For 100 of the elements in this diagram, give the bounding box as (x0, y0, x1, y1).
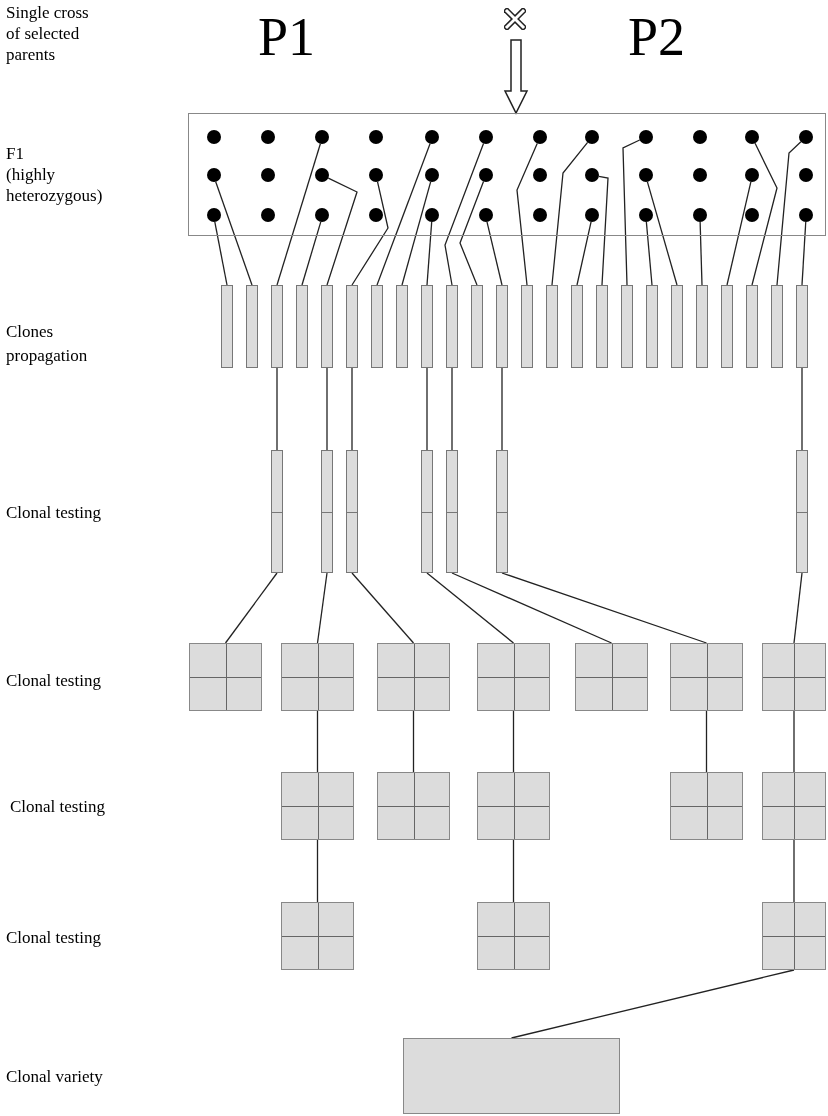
connector-line (316, 839, 319, 903)
population-frame (188, 113, 826, 236)
stage-label: Single cross of selected parents (6, 2, 90, 65)
connector-line (793, 572, 803, 644)
plot-box (281, 643, 354, 711)
clone-bar (321, 285, 333, 368)
clone-bar (621, 285, 633, 368)
connector-line (301, 221, 322, 286)
connector-line (598, 175, 609, 286)
parent-label: P2 (628, 10, 687, 64)
stage-label: Clonal testing (6, 670, 102, 691)
connector-line (276, 367, 278, 451)
plot-box (670, 643, 743, 711)
connector-line (646, 181, 678, 286)
connector-line (751, 142, 778, 286)
connector-line (726, 181, 752, 286)
clone-bar (546, 285, 558, 368)
connector-line (316, 710, 319, 773)
connector-line (451, 367, 453, 451)
clone-bar (396, 285, 408, 368)
clone-bar (796, 450, 808, 573)
clone-bar (721, 285, 733, 368)
plot-box (762, 643, 826, 711)
connector-line (776, 141, 802, 286)
plot-box (477, 643, 550, 711)
connector-line (401, 181, 432, 286)
clone-bar (446, 285, 458, 368)
connector-line (351, 181, 389, 286)
connector-line (224, 572, 278, 644)
clone-bar (471, 285, 483, 368)
clone-bar (696, 285, 708, 368)
clone-bar (571, 285, 583, 368)
connector-line (486, 221, 503, 286)
variety-plot (403, 1038, 620, 1114)
plot-box (377, 772, 450, 840)
connector-line (426, 572, 515, 644)
connector-line (705, 710, 708, 773)
clone-bar (796, 285, 808, 368)
connector-line (645, 221, 653, 286)
connector-line (214, 221, 228, 286)
connector-line (426, 367, 428, 451)
connector-line (451, 572, 613, 644)
plot-box (281, 902, 354, 970)
connector-line (326, 177, 358, 286)
connector-line (801, 221, 807, 286)
clone-bar (521, 285, 533, 368)
clone-bar (496, 285, 508, 368)
clone-bar (771, 285, 783, 368)
connector-line (512, 710, 515, 773)
clone-bar (496, 450, 508, 573)
connector-line (459, 180, 485, 286)
stage-label: Clonal testing (10, 796, 106, 817)
connector-line (316, 572, 328, 644)
connector-line (516, 142, 538, 286)
clone-bar (346, 285, 358, 368)
clone-bar (646, 285, 658, 368)
clone-bar (346, 450, 358, 573)
clone-bar (271, 450, 283, 573)
clone-bar (746, 285, 758, 368)
connector-line (801, 367, 803, 451)
connector-line (510, 969, 795, 1039)
connector-line (351, 367, 353, 451)
plot-box (762, 902, 826, 970)
clone-bar (296, 285, 308, 368)
clone-bar (321, 450, 333, 573)
stage-label: F1 (6, 143, 25, 164)
clone-bar (271, 285, 283, 368)
plot-box (762, 772, 826, 840)
stage-label: Clonal testing (6, 502, 102, 523)
connector-line (376, 143, 431, 286)
clone-bar (596, 285, 608, 368)
plot-box (477, 902, 550, 970)
hollow-arrow (503, 39, 529, 115)
connector-line (351, 572, 415, 644)
connector-line (215, 181, 253, 286)
parent-label: P1 (258, 10, 317, 64)
clone-bar (246, 285, 258, 368)
connector-line (512, 839, 515, 903)
connector-line (444, 142, 485, 286)
connector-line (793, 839, 795, 903)
plot-box (377, 643, 450, 711)
connector-line (326, 367, 328, 451)
connector-line (501, 572, 708, 644)
plot-box (670, 772, 743, 840)
clone-bar (371, 285, 383, 368)
plot-box (575, 643, 648, 711)
stage-label: (highly heterozygous) (6, 164, 104, 206)
plot-box (477, 772, 550, 840)
connector-line (501, 367, 503, 451)
clone-bar (421, 285, 433, 368)
connector-line (576, 221, 592, 286)
stage-label: Clonal testing (6, 927, 102, 948)
connector-line (622, 139, 641, 286)
plot-box (189, 643, 262, 711)
stage-label: Clones propagation (6, 321, 89, 367)
stage-label: Clonal variety (6, 1066, 104, 1087)
clone-bar (421, 450, 433, 573)
connector-line (426, 221, 433, 286)
connector-line (412, 710, 415, 773)
plot-box (281, 772, 354, 840)
